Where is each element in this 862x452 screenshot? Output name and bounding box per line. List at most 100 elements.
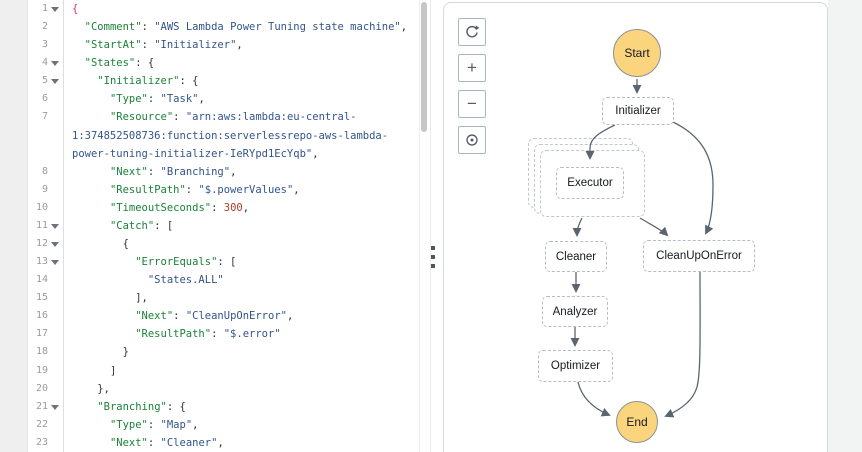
node-executor[interactable]: Executor <box>556 167 624 199</box>
code-line[interactable]: "Comment": "AWS Lambda Power Tuning stat… <box>64 18 419 36</box>
code-lines[interactable]: { "Comment": "AWS Lambda Power Tuning st… <box>64 0 419 452</box>
code-token <box>72 310 135 322</box>
code-line[interactable]: "Next": "CleanUpOnError", <box>64 307 419 325</box>
line-number[interactable]: 13 <box>28 253 63 271</box>
node-cleaner[interactable]: Cleaner <box>545 241 607 272</box>
editor-scrollbar[interactable] <box>419 0 431 452</box>
code-token <box>72 21 85 33</box>
code-token: : <box>173 111 186 124</box>
code-token: } <box>122 346 129 359</box>
code-line[interactable]: "Type": "Map", <box>64 416 419 434</box>
code-token: "Branching" <box>97 400 167 413</box>
line-number[interactable]: 4 <box>28 54 63 72</box>
code-line[interactable]: "TimeoutSeconds": 300, <box>64 199 419 217</box>
code-token: , <box>242 201 250 214</box>
code-line[interactable]: "States": { <box>64 54 419 72</box>
code-token: : { <box>135 57 155 70</box>
line-number: 10 <box>35 201 48 213</box>
fold-caret-icon[interactable] <box>51 223 59 229</box>
code-line[interactable]: "Initializer": { <box>64 72 419 90</box>
fold-caret-icon[interactable] <box>51 404 59 410</box>
code-line[interactable]: "Catch": [ <box>64 217 419 235</box>
code-token: ], <box>135 292 148 305</box>
code-line[interactable]: "Next": "Branching", <box>64 163 419 181</box>
fold-caret-icon[interactable] <box>51 242 59 248</box>
code-token <box>72 238 123 250</box>
code-line[interactable]: { <box>64 0 419 18</box>
line-number[interactable]: 21 <box>28 398 63 416</box>
line-number: 8 <box>41 165 48 177</box>
code-token <box>72 328 135 340</box>
code-line[interactable]: "StartAt": "Initializer", <box>64 36 419 54</box>
code-token: "$.error" <box>223 328 281 341</box>
node-initializer[interactable]: Initializer <box>602 97 674 125</box>
panel-resize-handle[interactable] <box>431 246 437 268</box>
code-token <box>72 75 97 87</box>
code-token: : <box>141 21 155 34</box>
right-gray-area <box>828 0 862 452</box>
code-token <box>72 437 110 449</box>
code-token: "ResultPath" <box>109 183 186 196</box>
code-line[interactable]: ] <box>64 362 419 380</box>
fold-caret-icon[interactable] <box>51 79 59 85</box>
code-line[interactable]: "Type": "Task", <box>64 90 419 108</box>
node-optimizer[interactable]: Optimizer <box>538 350 613 382</box>
code-token: "Map" <box>160 418 193 431</box>
code-line[interactable]: { <box>64 235 419 253</box>
code-token: , <box>230 165 237 178</box>
fold-caret-icon[interactable] <box>51 7 59 12</box>
code-token: "$.powerValues" <box>198 183 294 196</box>
code-line[interactable]: "Next": "Cleaner", <box>64 434 419 452</box>
line-number <box>28 145 63 163</box>
editor-left-margin <box>0 0 28 452</box>
code-token: ] <box>109 364 117 377</box>
code-token <box>72 184 110 196</box>
code-line[interactable]: power-tuning-initializer-IeRYpd1EcYqb", <box>64 145 419 163</box>
code-line[interactable]: } <box>64 343 419 361</box>
scrollbar-thumb[interactable] <box>421 2 427 132</box>
code-token <box>72 401 97 413</box>
line-number[interactable]: 12 <box>28 235 63 253</box>
node-cleanuponerror[interactable]: CleanUpOnError <box>643 240 755 272</box>
node-start[interactable]: Start <box>613 29 661 77</box>
code-line[interactable]: ], <box>64 289 419 307</box>
line-number: 16 <box>35 310 48 322</box>
node-analyzer[interactable]: Analyzer <box>542 296 608 327</box>
line-number[interactable]: 1 <box>28 0 63 18</box>
fold-caret-icon[interactable] <box>51 61 59 67</box>
code-token: "Task" <box>160 93 199 106</box>
code-line[interactable]: "Resource": "arn:aws:lambda:eu-central- <box>64 108 419 126</box>
code-line[interactable]: "ErrorEquals": [ <box>64 253 419 271</box>
code-line[interactable]: "ResultPath": "$.powerValues", <box>64 181 419 199</box>
code-line[interactable]: }, <box>64 380 419 398</box>
line-number[interactable]: 5 <box>28 72 63 90</box>
code-token: "Type" <box>109 93 148 106</box>
refresh-button[interactable] <box>458 18 486 46</box>
code-token: , <box>192 418 199 431</box>
zoom-out-button[interactable]: − <box>458 90 486 118</box>
center-view-button[interactable] <box>458 126 486 154</box>
line-number: 23 <box>35 436 48 448</box>
line-number[interactable]: 11 <box>28 217 63 235</box>
code-token: 300 <box>223 201 243 214</box>
diagram-panel <box>443 2 828 452</box>
fold-caret-icon[interactable] <box>51 260 59 266</box>
code-token: : <box>211 201 224 214</box>
code-token: "arn:aws:lambda:eu-central- <box>185 111 357 124</box>
code-token: "ErrorEquals" <box>135 256 218 269</box>
code-token: "StartAt" <box>84 39 142 52</box>
code-line[interactable]: 1:374852508736:function:serverlessrepo-a… <box>64 127 419 145</box>
code-token <box>72 346 123 358</box>
code-line[interactable]: "Branching": { <box>64 398 419 416</box>
zoom-in-button[interactable]: + <box>458 54 486 82</box>
code-token: "Catch" <box>109 219 155 232</box>
code-token: "AWS Lambda Power Tuning state machine" <box>154 21 401 34</box>
code-token: : <box>147 93 161 106</box>
target-icon <box>466 134 478 146</box>
code-line[interactable]: "ResultPath": "$.error" <box>64 325 419 343</box>
node-end[interactable]: End <box>616 401 658 443</box>
code-token: : <box>141 39 155 52</box>
code-line[interactable]: "States.ALL" <box>64 271 419 289</box>
